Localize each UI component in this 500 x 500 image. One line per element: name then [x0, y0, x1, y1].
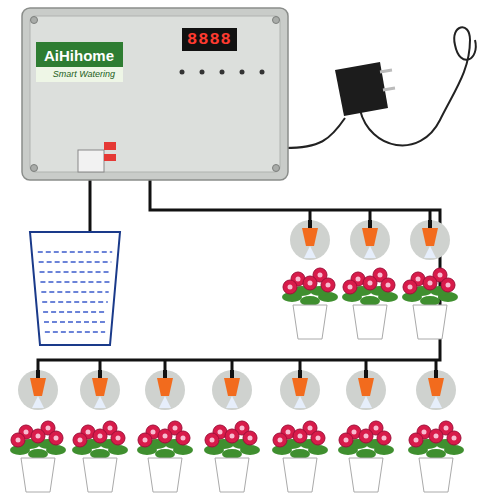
digit-display: 8888 [182, 28, 237, 51]
potted-flower [338, 421, 394, 492]
dripper [18, 370, 58, 410]
dripper [145, 370, 185, 410]
potted-flower [137, 421, 193, 492]
brand-tagline: Smart Watering [36, 67, 123, 82]
controller-housing [22, 8, 288, 180]
dripper [290, 220, 330, 260]
power-adapter [335, 62, 395, 116]
power-cable [285, 27, 476, 148]
potted-flower [408, 421, 464, 492]
brand-label: AiHihomeSmart Watering [36, 42, 123, 82]
water-container [30, 232, 120, 345]
potted-flower [10, 421, 66, 492]
drawing [10, 8, 476, 492]
potted-flower [342, 268, 398, 339]
potted-flower [204, 421, 260, 492]
dripper [416, 370, 456, 410]
dripper [350, 220, 390, 260]
dripper [80, 370, 120, 410]
dripper [212, 370, 252, 410]
dripper [346, 370, 386, 410]
potted-flower [402, 268, 458, 339]
potted-flower [272, 421, 328, 492]
brand-name: AiHihome [36, 42, 123, 67]
dripper [410, 220, 450, 260]
potted-flower [282, 268, 338, 339]
dripper [280, 370, 320, 410]
potted-flower [72, 421, 128, 492]
